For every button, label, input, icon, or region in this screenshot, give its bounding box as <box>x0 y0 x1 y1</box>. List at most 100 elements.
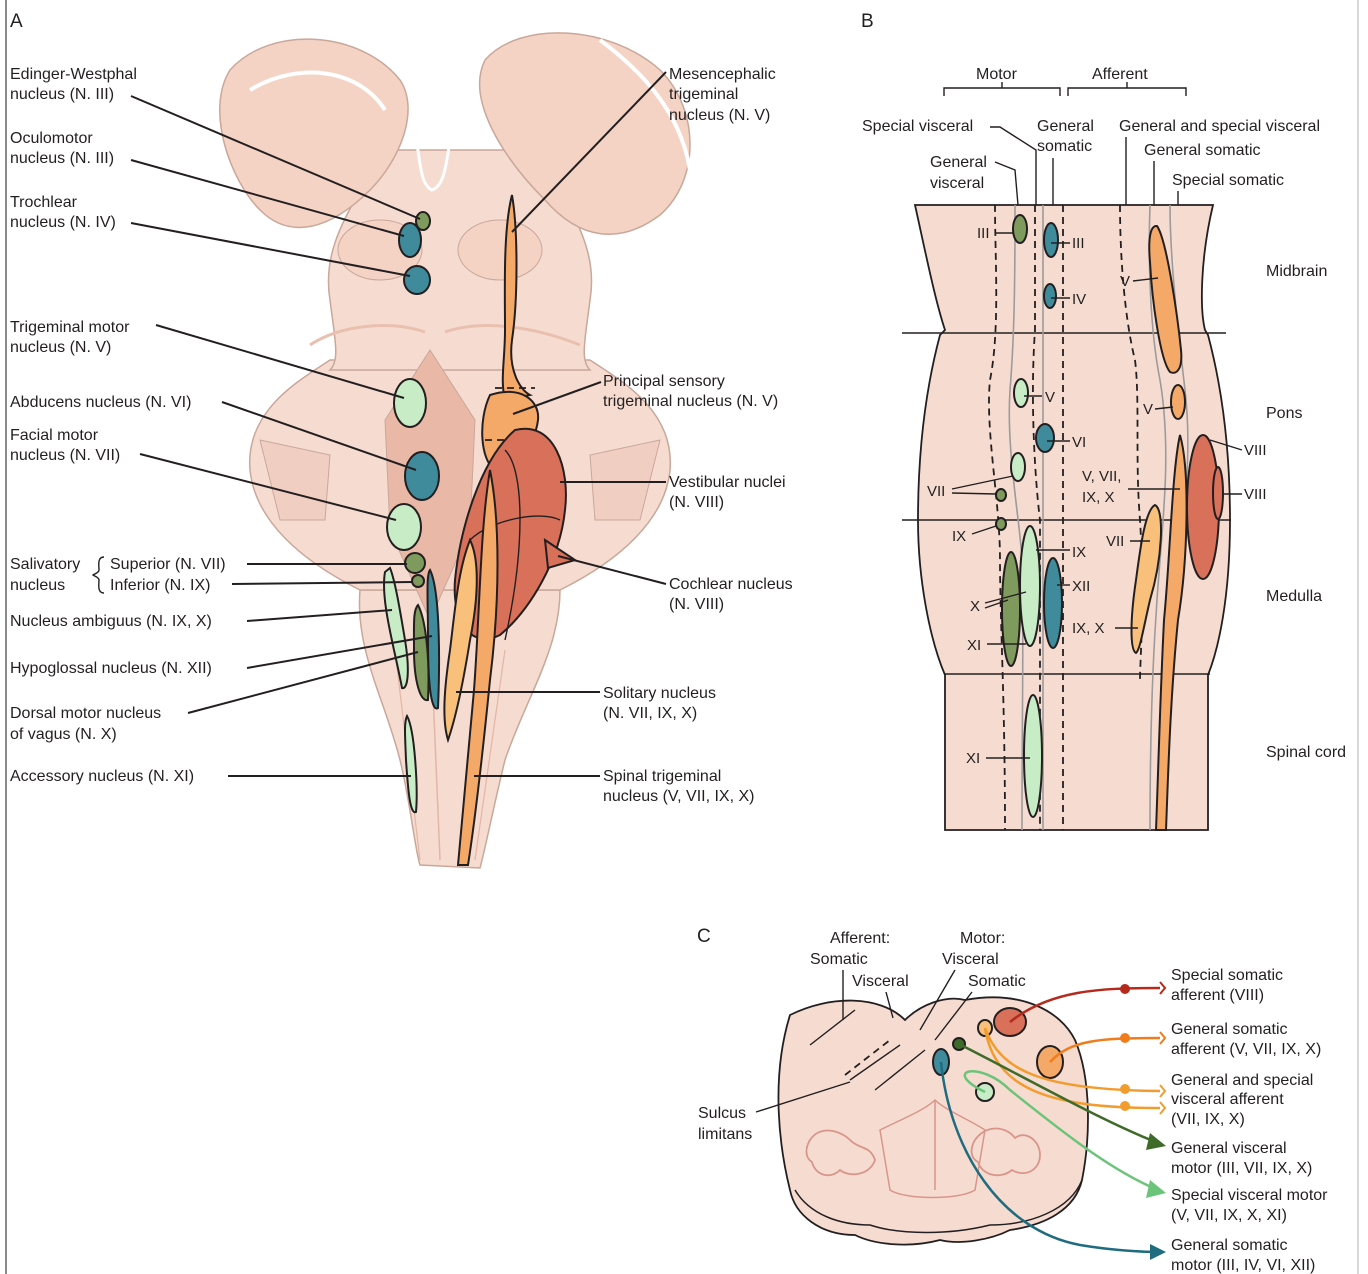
b-nucleus-v-motor <box>1014 379 1028 407</box>
b-nucleus-iii-somatic <box>1044 223 1058 257</box>
b-cochlear <box>1213 467 1223 519</box>
b-general-somatic-aff: General somatic <box>1144 142 1261 159</box>
panel-c-letter: C <box>697 926 711 947</box>
b-label-vi: VI <box>1072 434 1086 451</box>
b-nucleus-ix-x-special <box>1020 526 1040 646</box>
c-legend-gsa-1: General somatic <box>1171 1021 1288 1038</box>
label-trochlear-1: Trochlear <box>10 194 78 211</box>
label-spinaltrig-2: nucleus (V, VII, IX, X) <box>603 788 754 805</box>
region-spinal-cord: Spinal cord <box>1266 744 1346 761</box>
b-motor-heading: Motor <box>976 66 1018 83</box>
label-principal-1: Principal sensory <box>603 373 725 390</box>
b-label-xi-motor: XI <box>967 637 981 654</box>
c-sulcus-2: limitans <box>698 1126 752 1143</box>
b-label-v-pons-aff: V <box>1143 401 1153 418</box>
label-dorsal-1: Dorsal motor nucleus <box>10 705 161 722</box>
abducens-nucleus <box>405 452 439 500</box>
b-label-v-vii-ix-x-2: IX, X <box>1082 489 1115 506</box>
label-cochlear-2: (N. VIII) <box>669 596 724 613</box>
label-superior: Superior (N. VII) <box>110 556 226 573</box>
superior-salivatory-nucleus <box>405 553 425 573</box>
b-label-ix-x-aff: IX, X <box>1072 620 1105 637</box>
c-gsva-ganglion-2 <box>1120 1101 1130 1111</box>
label-mesenc-1: Mesencephalic <box>669 66 776 83</box>
b-general-visceral-1: General <box>930 154 987 171</box>
b-special-somatic: Special somatic <box>1172 172 1284 189</box>
panel-a: A <box>10 11 793 868</box>
label-trigmotor-2: nucleus (N. V) <box>10 339 111 356</box>
c-legend-gsva-3: (VII, IX, X) <box>1171 1111 1245 1128</box>
b-label-vii-aff: VII <box>1106 533 1124 550</box>
b-special-visceral: Special visceral <box>862 118 973 135</box>
label-principal-2: trigeminal nucleus (N. V) <box>603 393 778 410</box>
c-ssa-ganglion <box>1120 984 1130 994</box>
c-gsa-ganglion <box>1120 1033 1130 1043</box>
b-label-iii-left: III <box>977 225 990 242</box>
b-nucleus-vii-motor <box>1011 453 1025 481</box>
label-edinger-2: nucleus (N. III) <box>10 86 114 103</box>
oculomotor-nucleus <box>399 223 421 257</box>
b-afferent-heading: Afferent <box>1092 66 1148 83</box>
b-label-viii-a: VIII <box>1244 442 1267 459</box>
b-lead-vii-b <box>952 493 996 494</box>
b-nucleus-xi-spinal <box>1024 695 1042 817</box>
b-nucleus-xii <box>1044 558 1062 648</box>
b-label-viii-b: VIII <box>1244 486 1267 503</box>
label-hypoglossal: Hypoglossal nucleus (N. XII) <box>10 660 212 677</box>
panel-b-letter: B <box>861 11 874 32</box>
b-label-iv: IV <box>1072 291 1086 308</box>
cross-section-body <box>778 997 1088 1244</box>
b-nucleus-x-visceral <box>1002 552 1020 666</box>
c-gvm-arrow <box>1146 1133 1166 1150</box>
label-accessory: Accessory nucleus (N. XI) <box>10 768 194 785</box>
facial-motor-nucleus <box>387 504 421 550</box>
label-spinaltrig-1: Spinal trigeminal <box>603 768 721 785</box>
b-label-vii-motor: VII <box>927 483 945 500</box>
label-salivatory-1: Salivatory <box>10 556 80 573</box>
label-abducens: Abducens nucleus (N. VI) <box>10 394 191 411</box>
b-gen-spec-visceral: General and special visceral <box>1119 118 1320 135</box>
b-label-xii: XII <box>1072 578 1090 595</box>
panel-b: B Motor Affe <box>861 11 1346 830</box>
label-salivatory-2: nucleus <box>10 577 65 594</box>
label-oculomotor-2: nucleus (N. III) <box>10 150 114 167</box>
trochlear-nucleus <box>404 266 430 294</box>
label-ambiguus: Nucleus ambiguus (N. IX, X) <box>10 613 212 630</box>
label-trochlear-2: nucleus (N. IV) <box>10 214 116 231</box>
c-motor-2: Visceral <box>942 951 999 968</box>
b-general-somatic-2: somatic <box>1037 138 1092 155</box>
c-legend-gsa-2: afferent (V, VII, IX, X) <box>1171 1041 1321 1058</box>
panel-a-letter: A <box>10 11 23 32</box>
label-facial-2: nucleus (N. VII) <box>10 447 120 464</box>
b-label-v-vii-ix-x-1: V, VII, <box>1082 468 1121 485</box>
right-colliculus <box>458 220 542 280</box>
c-ssa-terminal <box>1160 982 1165 994</box>
salivatory-brace <box>93 557 104 593</box>
label-mesenc-3: nucleus (N. V) <box>669 107 770 124</box>
b-general-somatic-1: General <box>1037 118 1094 135</box>
b-nucleus-vii-visceral <box>996 489 1006 501</box>
label-edinger-1: Edinger-Westphal <box>10 66 137 83</box>
region-medulla: Medulla <box>1266 588 1322 605</box>
b-label-ix-motor: IX <box>952 528 966 545</box>
b-general-visceral-2: visceral <box>930 175 984 192</box>
label-oculomotor-1: Oculomotor <box>10 130 93 147</box>
b-motor-brace <box>944 82 1060 96</box>
b-label-v-pons-motor: V <box>1045 389 1055 406</box>
region-pons: Pons <box>1266 405 1302 422</box>
c-sulcus-1: Sulcus <box>698 1105 746 1122</box>
label-vestibular-1: Vestibular nuclei <box>669 474 786 491</box>
c-legend-gvm-1: General visceral <box>1171 1140 1287 1157</box>
c-legend-ssa-1: Special somatic <box>1171 967 1283 984</box>
panel-c: C <box>697 926 1328 1274</box>
label-facial-1: Facial motor <box>10 427 99 444</box>
c-gsa-terminal <box>1160 1032 1165 1044</box>
label-vestibular-2: (N. VIII) <box>669 494 724 511</box>
label-dorsal-2: of vagus (N. X) <box>10 726 117 743</box>
b-afferent-brace <box>1068 82 1186 96</box>
b-nucleus-ix-visceral <box>996 518 1006 530</box>
b-general-visceral-leader <box>995 162 1018 205</box>
b-label-ix-special: IX <box>1072 544 1086 561</box>
b-principal-v <box>1171 385 1185 419</box>
